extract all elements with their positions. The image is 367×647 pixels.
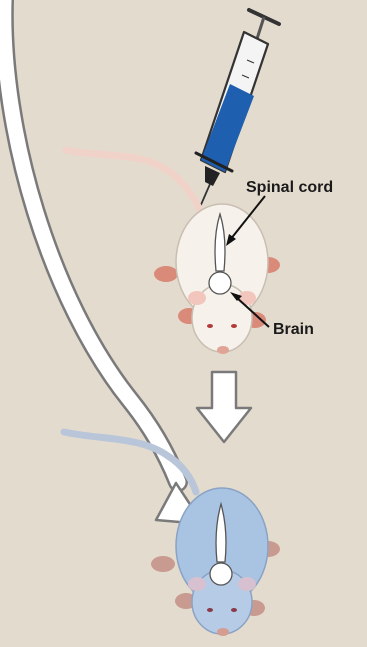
mouse-eye bbox=[207, 608, 213, 612]
mouse-paw bbox=[151, 556, 175, 572]
mouse-nose bbox=[217, 628, 229, 636]
mouse-eye bbox=[231, 324, 237, 328]
brain-label: Brain bbox=[273, 321, 314, 338]
mouse-ear bbox=[238, 577, 256, 591]
mouse-ear bbox=[188, 291, 206, 305]
brain-shape bbox=[210, 563, 232, 585]
mouse-paw bbox=[154, 266, 178, 282]
mouse-ear bbox=[238, 291, 256, 305]
brain-shape bbox=[209, 272, 231, 294]
spinal-cord-label: Spinal cord bbox=[246, 179, 333, 196]
mouse-nose bbox=[217, 346, 229, 354]
mouse-eye bbox=[231, 608, 237, 612]
mouse-eye bbox=[207, 324, 213, 328]
mouse-ear bbox=[188, 577, 206, 591]
